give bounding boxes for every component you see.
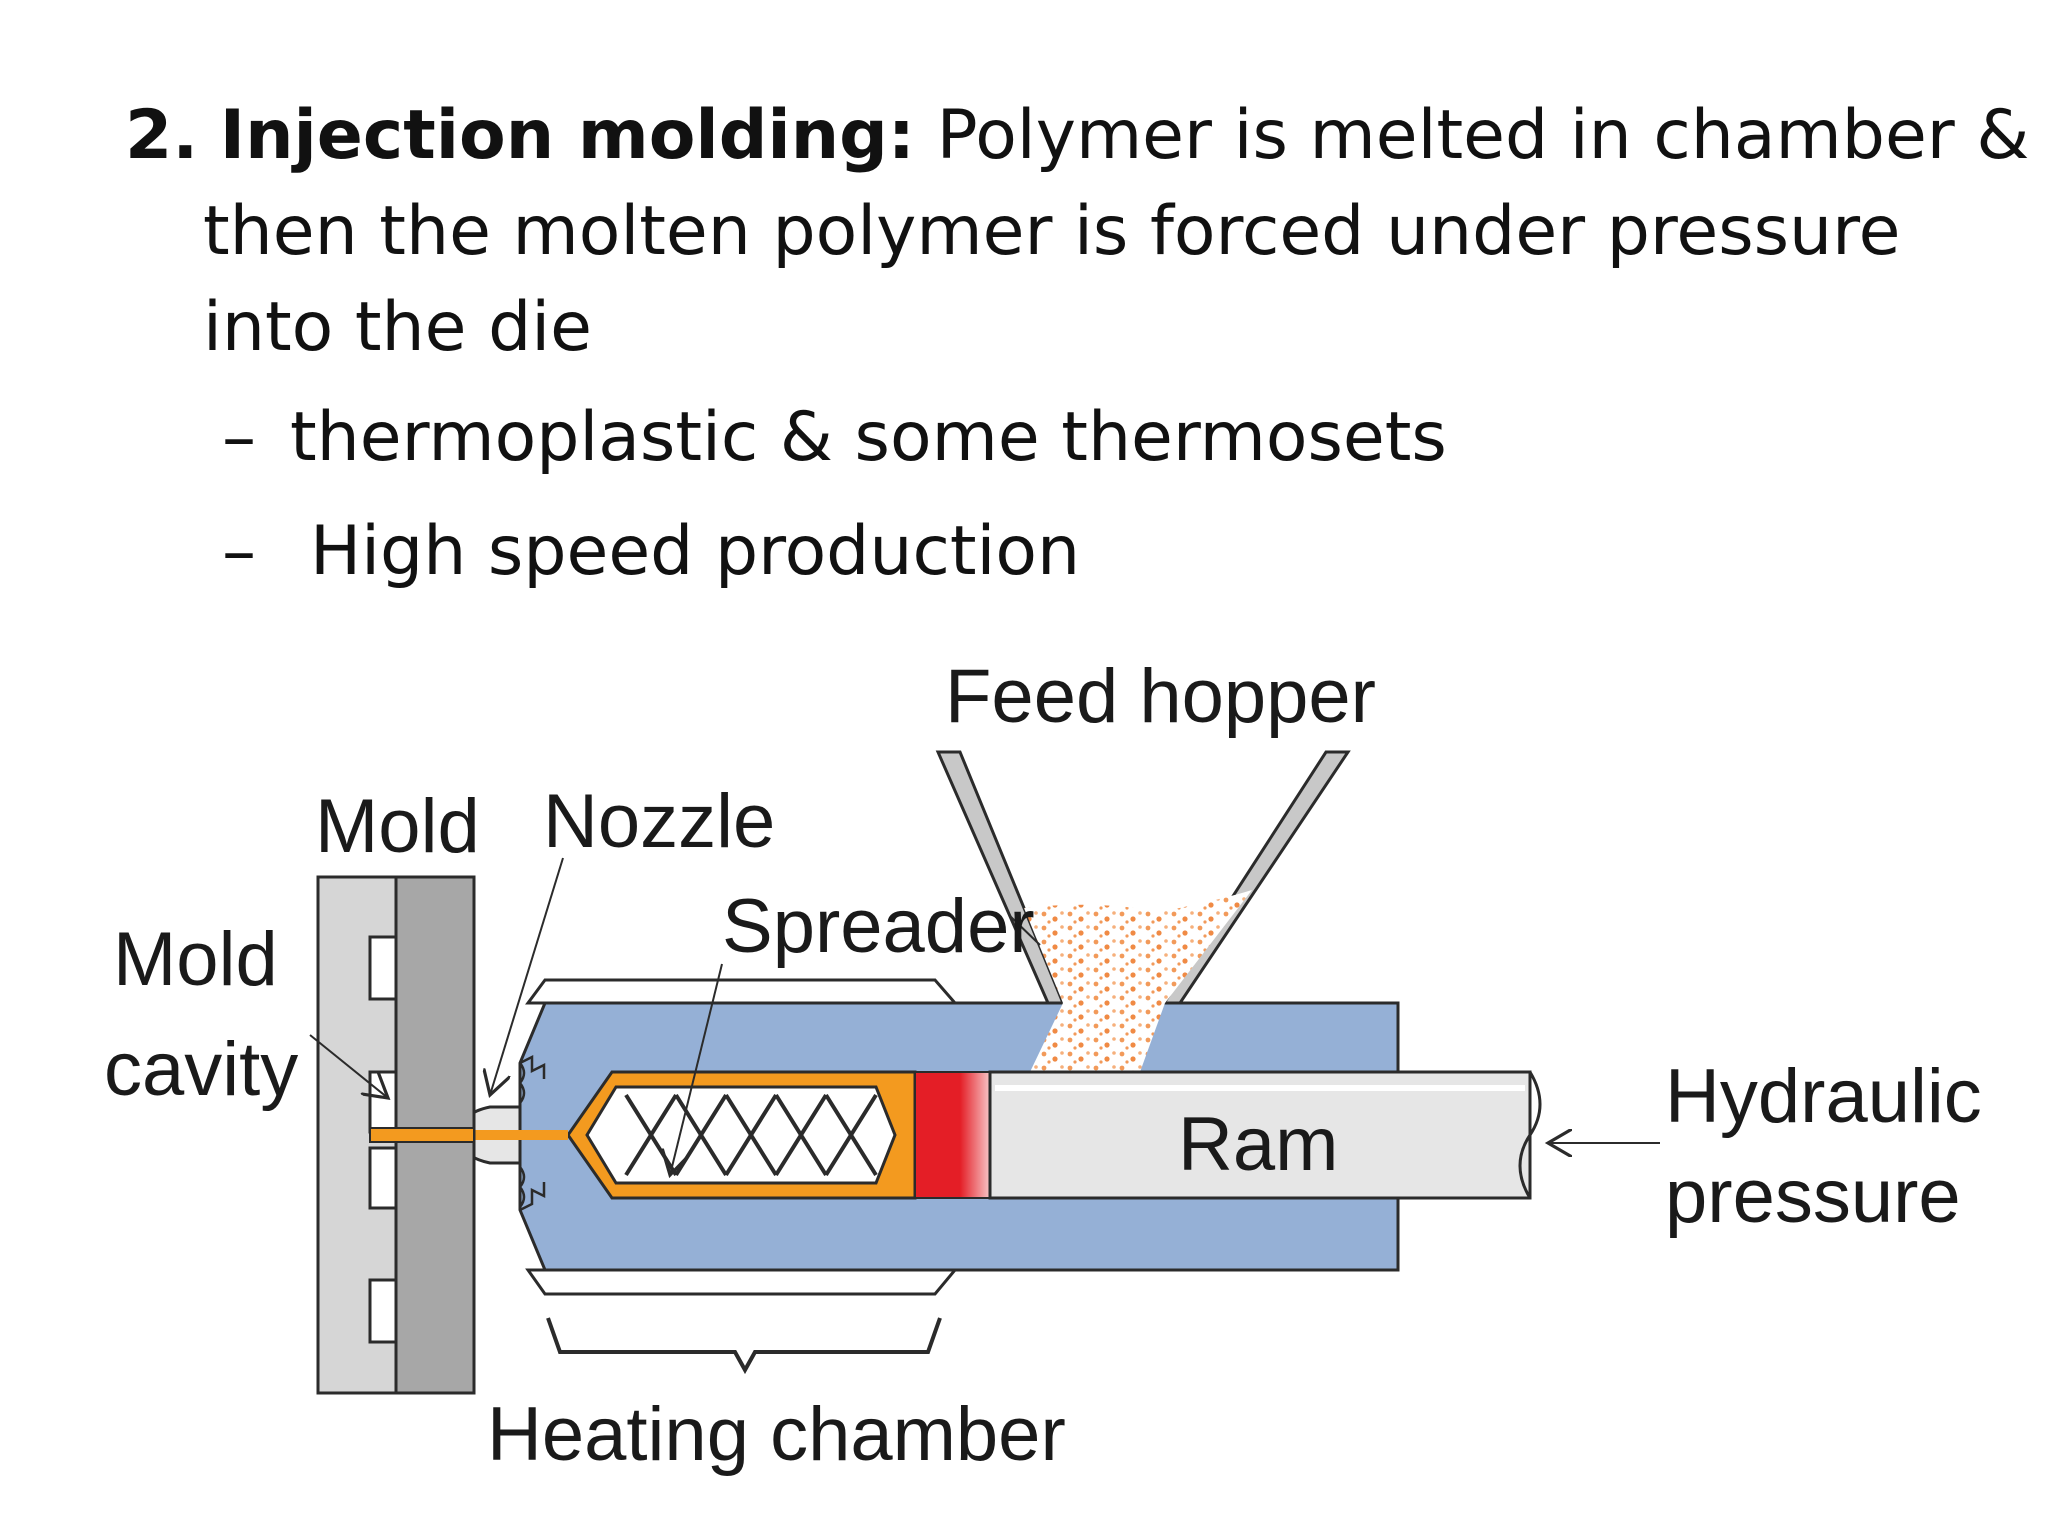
- mold-cavity-leader: [309, 1034, 388, 1098]
- label-mold: Mold: [315, 784, 480, 869]
- label-feed-hopper: Feed hopper: [945, 654, 1376, 739]
- nozzle-thread-bottom: [518, 1166, 546, 1212]
- bullet-text: thermoplastic & some thermosets: [290, 398, 1447, 477]
- label-mold-cavity-line2: cavity: [104, 1027, 298, 1112]
- description-line-1: Polymer is melted in chamber &: [936, 96, 2030, 175]
- label-spreader: Spreader: [722, 884, 1035, 969]
- label-hydraulic-line2: pressure: [1665, 1154, 1961, 1239]
- ram-end: [1518, 1071, 1542, 1199]
- spreader-pattern: [624, 1093, 878, 1177]
- mold-cavity-slot: [368, 1278, 398, 1344]
- spreader-leader: [670, 963, 723, 1175]
- feed-throat-pellets: [1030, 1003, 1165, 1072]
- label-nozzle: Nozzle: [543, 779, 775, 864]
- bullet-item: –thermoplastic & some thermosets: [222, 398, 1447, 478]
- main-paragraph: 2. Injection molding: Polymer is melted …: [125, 88, 2029, 376]
- label-heating-chamber: Heating chamber: [487, 1392, 1066, 1477]
- description-line-2: then the molten polymer is forced under …: [203, 192, 1901, 271]
- item-number: 2.: [125, 96, 199, 175]
- term-heading: Injection molding:: [219, 96, 915, 175]
- chamber-bottom-cap: [525, 1268, 959, 1296]
- bullet-item: –High speed production: [222, 512, 1080, 592]
- label-hydraulic-line1: Hydraulic: [1665, 1054, 1982, 1139]
- label-ram: Ram: [1178, 1102, 1338, 1187]
- label-mold-cavity-line1: Mold: [113, 917, 278, 1002]
- heated-zone: [914, 1071, 991, 1199]
- mold-cavity-slot: [368, 935, 398, 1001]
- dash-bullet: –: [222, 512, 256, 591]
- mold-cavity-slot: [368, 1146, 398, 1210]
- nozzle-thread-top: [518, 1054, 546, 1104]
- paragraph-line-1: 2. Injection molding: Polymer is melted …: [125, 88, 2029, 184]
- mold-cavity-slot: [368, 1070, 398, 1134]
- hopper-pellets: [1024, 890, 1252, 1003]
- description-line-3: into the die: [203, 288, 592, 367]
- dash-bullet: –: [222, 398, 256, 477]
- spreader-pointer: [1009, 915, 1041, 946]
- sprue-channel: [369, 1127, 475, 1143]
- bullet-text: High speed production: [310, 512, 1081, 591]
- nozzle-leader: [490, 857, 564, 1095]
- ram: [988, 1070, 1532, 1200]
- chamber-top-cap: [525, 978, 959, 1005]
- heating-chamber-brace: [546, 1317, 942, 1375]
